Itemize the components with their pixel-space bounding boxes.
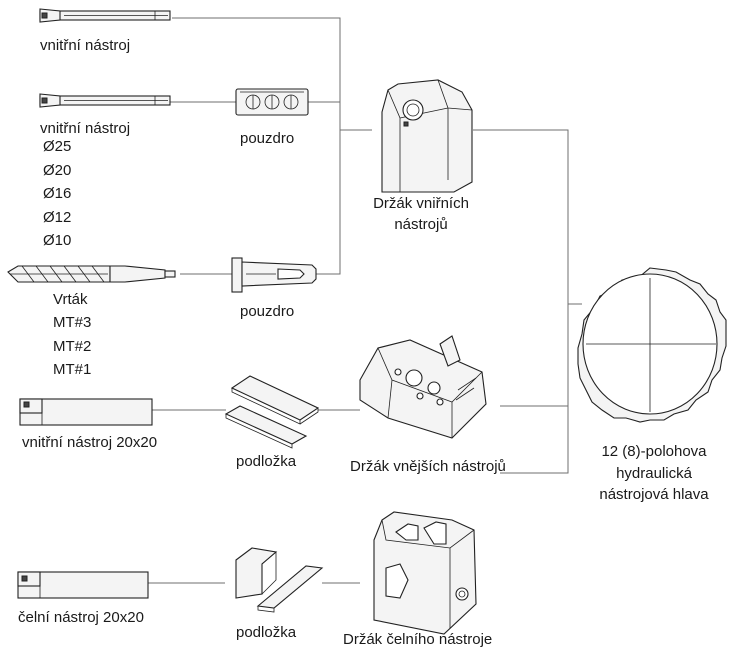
turret-disc — [577, 267, 727, 423]
label-face-tool: čelní nástroj 20x20 — [18, 609, 144, 626]
label-turret-line1: 12 (8)-polohova — [601, 443, 707, 460]
label-shim-2: podložka — [236, 624, 297, 641]
label-face-holder: Držák čelního nástroje — [343, 631, 493, 648]
morse-taper-item: MT#3 — [53, 314, 92, 331]
sleeve-1 — [235, 88, 309, 116]
morse-taper-list: MT#3 MT#2 MT#1 — [53, 311, 91, 382]
diameter-item: Ø10 — [43, 232, 72, 249]
sleeve-2 — [231, 257, 317, 293]
label-outer-holder: Držák vnějších nástrojů — [350, 458, 506, 475]
morse-taper-item: MT#1 — [53, 361, 92, 378]
inner-tool-holder — [381, 79, 473, 193]
label-turret-line2: hydraulická — [616, 464, 692, 482]
shim-1 — [224, 375, 320, 449]
label-turret: 12 (8)-polohova hydraulická nástrojová h… — [574, 441, 734, 506]
diameter-item: Ø25 — [43, 138, 72, 155]
label-drill: Vrták — [53, 291, 88, 308]
label-inner-holder: Držák vniřních nástrojů — [356, 193, 486, 235]
diameter-item: Ø20 — [43, 161, 72, 179]
label-sleeve-2: pouzdro — [240, 303, 295, 320]
shim-2 — [235, 547, 324, 613]
diameter-item: Ø12 — [43, 208, 72, 226]
face-tool — [17, 571, 149, 599]
outer-turning-tool — [19, 398, 153, 426]
label-turret-line3: nástrojová hlava — [599, 486, 709, 503]
boring-bar-1 — [39, 8, 171, 23]
label-inner-holder-line1: Držák vniřních — [373, 195, 469, 212]
label-inner-tool-1: vnitřní nástroj — [40, 37, 131, 54]
boring-bar-2 — [39, 93, 171, 108]
label-shim-1: podložka — [236, 453, 297, 470]
diameter-item: Ø16 — [43, 185, 72, 202]
face-tool-holder — [373, 511, 477, 635]
morse-taper-item: MT#2 — [53, 337, 92, 355]
label-inner-holder-line2: nástrojů — [394, 216, 448, 233]
label-inner-tool-2: vnitřní nástroj — [40, 120, 131, 137]
label-outer-tool: vnitřní nástroj 20x20 — [22, 434, 158, 451]
outer-tool-holder — [359, 335, 487, 439]
label-sleeve-1: pouzdro — [240, 130, 295, 147]
diameter-list: Ø25 Ø20 Ø16 Ø12 Ø10 — [43, 135, 71, 253]
drill — [7, 265, 176, 283]
connector-lines — [148, 17, 582, 584]
